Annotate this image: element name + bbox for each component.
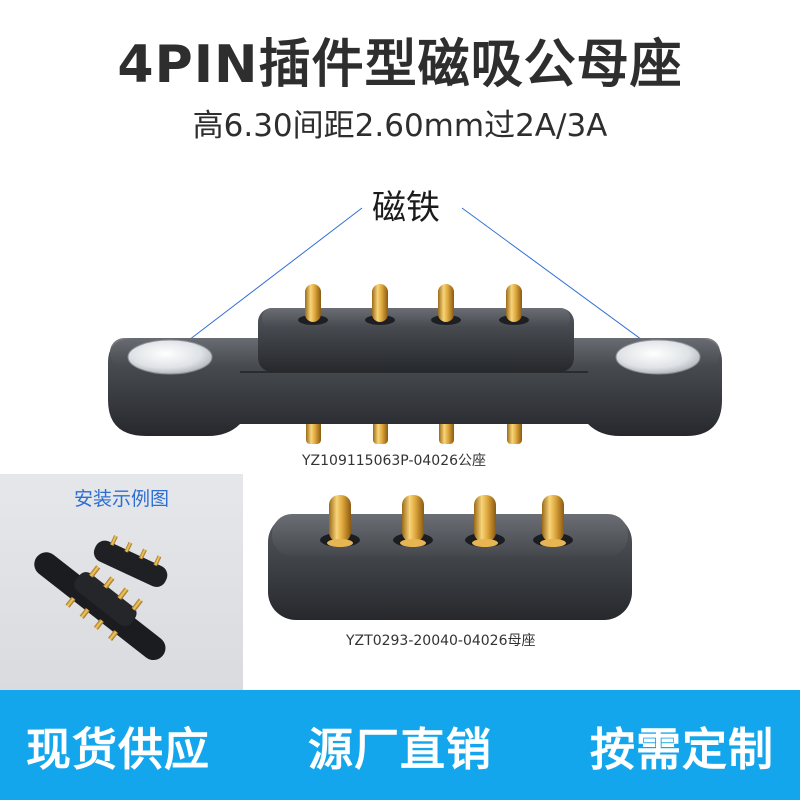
page-subtitle: 高6.30间距2.60mm过2A/3A (192, 108, 608, 144)
female-connector-caption: YZT0293-20040-04026母座 (346, 633, 536, 649)
product-illustration (108, 207, 722, 620)
magnet-left (127, 339, 213, 375)
install-example-title: 安装示例图 (73, 488, 169, 510)
banner-item-in-stock: 现货供应 (26, 722, 211, 776)
bottom-banner: 现货供应 源厂直销 按需定制 (0, 690, 800, 800)
female-pins (320, 495, 573, 547)
page-title: 4PIN插件型磁吸公母座 (117, 35, 683, 95)
male-bottom-pins (306, 420, 522, 444)
magnet-callout-label: 磁铁 (372, 188, 440, 228)
banner-item-factory-direct: 源厂直销 (307, 722, 492, 776)
magnet-right (615, 339, 701, 375)
male-connector-caption: YZ109115063P-04026公座 (302, 453, 487, 469)
banner-item-custom-made: 按需定制 (589, 722, 774, 776)
callout-line-left (166, 207, 363, 358)
female-connector (268, 495, 632, 620)
callout-line-right (461, 207, 666, 358)
install-example-panel: 安装示例图 (0, 474, 243, 690)
install-example-photo (34, 535, 168, 661)
male-top-pins (298, 284, 529, 325)
male-connector (108, 284, 722, 444)
